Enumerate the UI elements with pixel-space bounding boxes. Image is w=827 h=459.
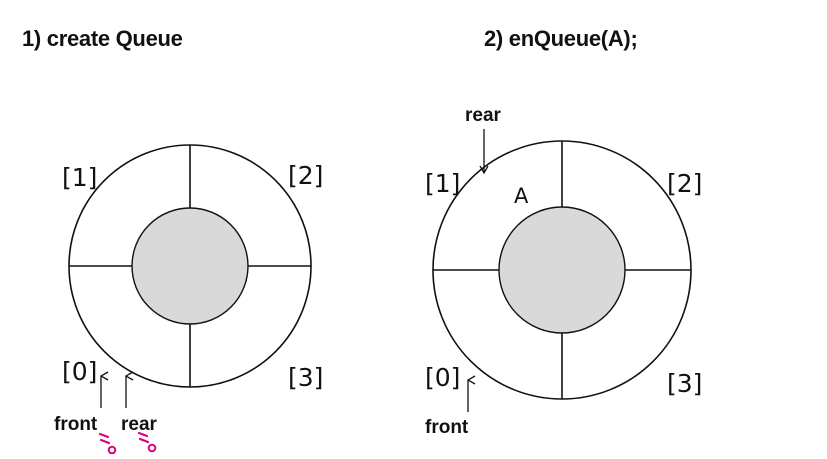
right-rear-label: rear — [465, 105, 502, 126]
left-index-3: [3] — [288, 363, 323, 392]
right-element-a: A — [514, 184, 529, 208]
title-enqueue: 2) enQueue(A); — [484, 26, 638, 51]
front-equals-zero-annotation — [98, 432, 117, 455]
right-index-3: [3] — [667, 369, 702, 398]
left-center-hub — [131, 207, 249, 325]
left-index-0: [0] — [62, 357, 97, 386]
right-index-2: [2] — [667, 169, 702, 198]
left-index-2: [2] — [288, 161, 323, 190]
left-index-1: [1] — [62, 163, 97, 192]
left-rear-label: rear — [121, 414, 158, 435]
left-front-label: front — [54, 414, 98, 435]
rear-equals-zero-annotation — [137, 431, 157, 453]
right-center-hub — [498, 206, 626, 334]
right-circular-queue — [432, 140, 692, 400]
right-rear-arrowhead — [479, 165, 489, 175]
right-index-0: [0] — [425, 363, 460, 392]
left-circular-queue — [68, 144, 312, 388]
right-index-1: [1] — [425, 169, 460, 198]
title-create-queue: 1) create Queue — [22, 26, 183, 51]
right-front-label: front — [425, 417, 469, 438]
